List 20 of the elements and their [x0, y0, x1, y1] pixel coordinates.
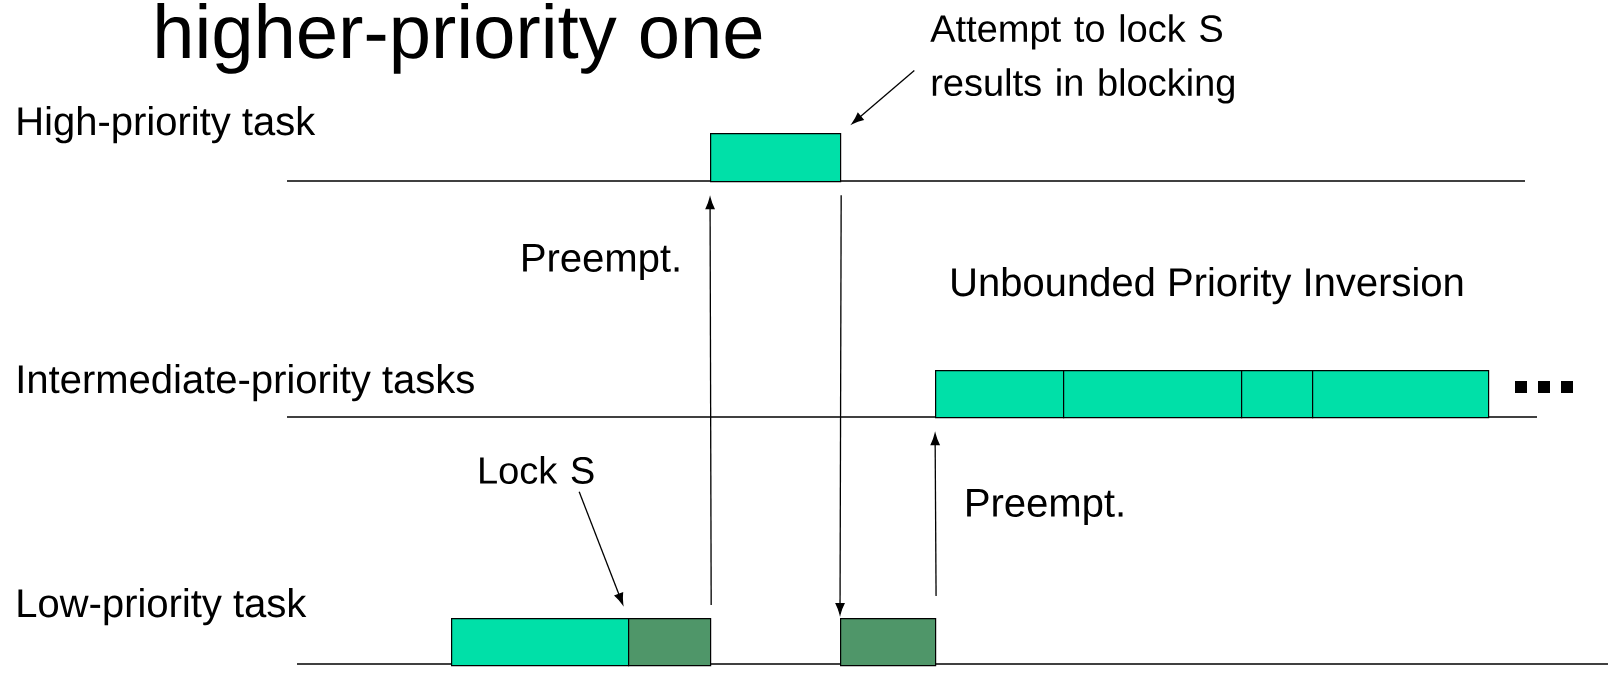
row-label: High-priority task — [18, 106, 316, 144]
inversion-label: Unbounded Priority Inversion — [952, 267, 1463, 305]
task-bar — [840, 618, 937, 667]
edge-label: Preempt. — [523, 244, 679, 280]
arrow — [705, 197, 715, 606]
task-bar — [451, 618, 630, 667]
callout-text: Attempt to lock S results in blocking — [930, 14, 1234, 104]
task-bar — [1241, 370, 1314, 419]
leader-arrow — [851, 69, 915, 125]
task-bar — [935, 370, 1065, 419]
task-bar — [628, 618, 712, 667]
arrow — [835, 194, 845, 615]
edge-label: Preempt. — [967, 489, 1123, 525]
leader-arrow — [578, 491, 624, 605]
arrow — [930, 433, 940, 597]
slide-title: higher-priority one — [157, 2, 762, 74]
callout-text: Lock S — [480, 456, 594, 484]
row-label: Low-priority task — [18, 588, 307, 626]
task-bar — [710, 133, 842, 183]
row-label: Intermediate-priority tasks — [18, 364, 474, 402]
